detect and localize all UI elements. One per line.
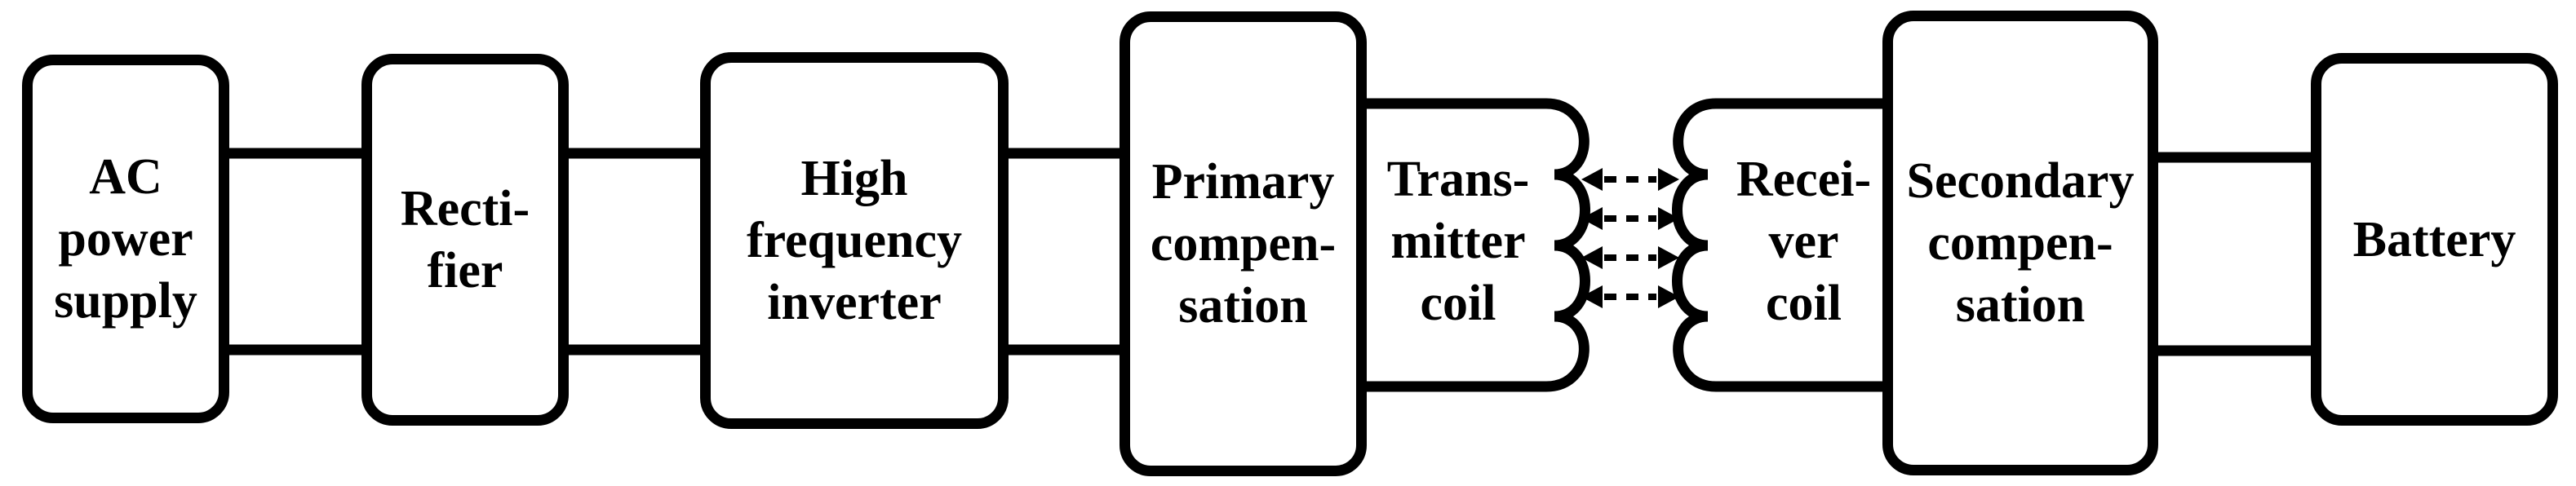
- block-label-line: sation: [1178, 278, 1308, 334]
- block-label-line: compen-: [1150, 216, 1337, 272]
- block-label-line: Recti-: [400, 181, 530, 236]
- receiver-coil-symbol: [1672, 98, 1889, 392]
- coupling-arrow: [1581, 285, 1679, 308]
- connector-rectifier-inverter: [561, 148, 708, 356]
- block-label-line: frequency: [746, 213, 963, 268]
- block-label-line: supply: [54, 273, 197, 329]
- block-label-line: Primary: [1151, 154, 1335, 210]
- coupling-arrow: [1581, 246, 1679, 269]
- transmitter-coil-symbol: [1359, 98, 1590, 392]
- block-label-line: Secondary: [1906, 153, 2135, 209]
- transmitter-coil-label: Trans- mitter coil: [1369, 148, 1547, 334]
- receiver-coil-label: Recei- ver coil: [1720, 148, 1887, 334]
- coupling-arrow: [1581, 207, 1679, 230]
- block-label-line: fier: [427, 243, 503, 298]
- block-battery: Battery: [2311, 53, 2558, 426]
- coil-label-line: mitter: [1390, 214, 1526, 269]
- block-high-frequency-inverter: High frequency inverter: [700, 52, 1009, 429]
- coil-label-line: Trans-: [1386, 152, 1530, 207]
- coil-label-line: ver: [1768, 214, 1839, 269]
- coil-label-line: coil: [1420, 276, 1496, 331]
- block-label-line: Battery: [2352, 211, 2516, 267]
- connector-inverter-primary: [1000, 148, 1128, 356]
- connector-ac-rectifier: [221, 148, 370, 356]
- block-rectifier: Recti- fier: [361, 54, 569, 426]
- block-label-line: inverter: [767, 275, 942, 330]
- block-label-line: High: [800, 151, 908, 206]
- block-ac-power-supply: AC power supply: [22, 55, 229, 423]
- coil-label-line: Recei-: [1736, 152, 1872, 207]
- coil-label-line: coil: [1766, 276, 1842, 331]
- block-primary-compensation: Primary compen- sation: [1120, 11, 1367, 476]
- block-label-line: compen-: [1927, 215, 2113, 271]
- connector-secondary-battery: [2150, 152, 2319, 356]
- coupling-arrow: [1581, 168, 1679, 191]
- block-label-line: AC: [89, 149, 162, 205]
- block-secondary-compensation: Secondary compen- sation: [1882, 11, 2158, 475]
- block-label-line: sation: [1955, 277, 2086, 333]
- block-label-line: power: [58, 211, 193, 267]
